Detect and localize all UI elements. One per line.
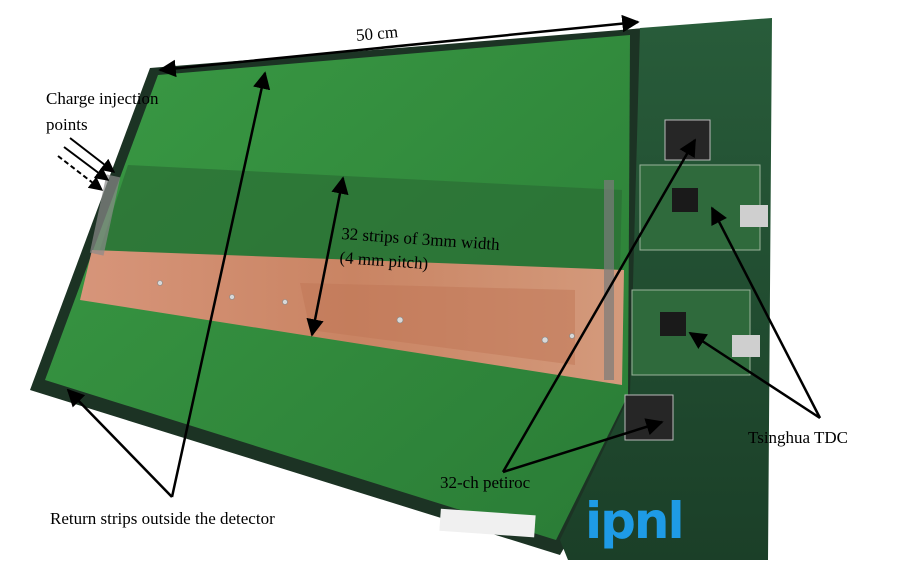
ipnl-logo: ipnl xyxy=(585,492,685,550)
return-strips-label: Return strips outside the detector xyxy=(50,509,275,528)
width-label: 50 cm xyxy=(355,22,399,45)
charge-arrow-2 xyxy=(63,146,110,181)
detector-dark-band xyxy=(98,165,622,270)
return-arrow-left xyxy=(66,388,173,498)
strips-arrow xyxy=(306,176,349,337)
electronics-board xyxy=(560,18,772,560)
return-arrow-up xyxy=(170,71,271,498)
petiroc-arrow-lower xyxy=(502,418,664,474)
left-connector xyxy=(89,174,121,256)
petiroc-label: 32-ch petiroc xyxy=(440,473,531,492)
tdc-chip-upper xyxy=(672,188,698,212)
tdc-arrow-upper xyxy=(710,206,822,419)
charge-injection-label: Charge injection points xyxy=(46,89,159,135)
petiroc-chip-lower xyxy=(624,394,674,441)
ipnl-logo-text: ipnl xyxy=(585,492,683,550)
charge-arrow-1 xyxy=(69,137,116,173)
copper-strip-band xyxy=(300,283,575,365)
tdc-arrow-lower xyxy=(688,331,821,420)
petiroc-arrow-upper xyxy=(501,138,697,473)
charge-arrow-3 xyxy=(57,155,104,191)
usb-connector-lower xyxy=(732,335,760,357)
board-sticker xyxy=(439,508,536,538)
charge-injection-line2: points xyxy=(46,115,88,134)
board-pin-row xyxy=(604,180,614,380)
strip-screws xyxy=(157,280,575,344)
tdc-label: Tsinghua TDC xyxy=(748,428,849,447)
width-arrow xyxy=(158,14,640,78)
tdc-chip-lower xyxy=(660,312,686,336)
charge-injection-line1: Charge injection xyxy=(46,89,159,108)
usb-connector-upper xyxy=(740,205,768,227)
